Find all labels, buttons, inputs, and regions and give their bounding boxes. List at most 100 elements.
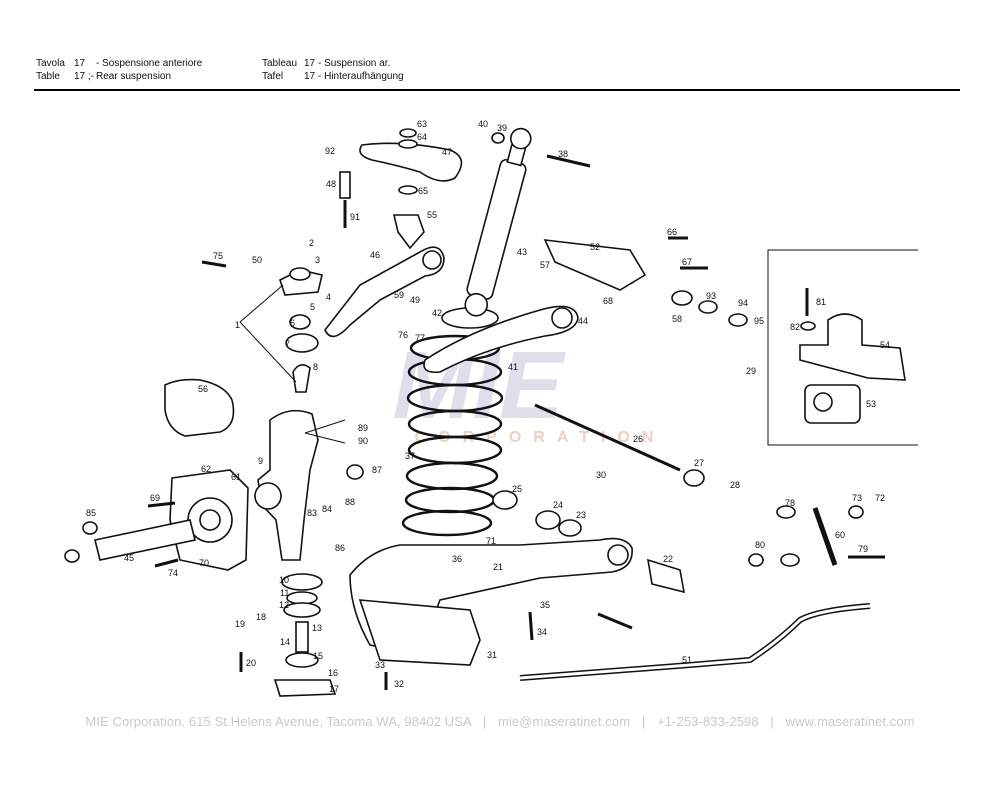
washer-63 <box>399 128 417 138</box>
callout-90: 90 <box>358 436 368 446</box>
callout-95: 95 <box>754 316 764 326</box>
callout-73: 73 <box>852 493 862 503</box>
callout-1: 1 <box>235 320 240 330</box>
callout-93: 93 <box>706 291 716 301</box>
bush-93 <box>698 300 718 314</box>
clamp-54 <box>799 313 906 381</box>
lever-arm-46 <box>324 246 445 338</box>
leader-lines <box>239 284 346 444</box>
bushing-25 <box>492 490 518 510</box>
callout-71: 71 <box>486 536 496 546</box>
upper-wishbone <box>423 305 579 374</box>
bushing-22 <box>646 558 686 594</box>
washer-80 <box>748 553 764 567</box>
bearing-10 <box>281 573 323 591</box>
watermark-logo: MIE CORPORATION <box>393 332 666 446</box>
base-17 <box>273 679 337 697</box>
footer-email[interactable]: mie@maseratinet.com <box>498 714 631 729</box>
bushing-24 <box>535 510 561 530</box>
callout-84: 84 <box>322 504 332 514</box>
callout-47: 47 <box>442 147 452 157</box>
dust-cover-56 <box>164 378 235 437</box>
callout-82: 82 <box>790 322 800 332</box>
callout-19: 19 <box>235 619 245 629</box>
washer-82 <box>800 321 816 331</box>
callout-10: 10 <box>279 575 289 585</box>
bolt-38b <box>597 612 633 630</box>
callout-13: 13 <box>312 623 322 633</box>
bolt-34 <box>528 611 534 641</box>
shock-absorber <box>464 127 532 317</box>
callout-21: 21 <box>493 562 503 572</box>
callout-28: 28 <box>730 480 740 490</box>
callout-45: 45 <box>124 553 134 563</box>
washer-73 <box>848 505 864 519</box>
callout-85: 85 <box>86 508 96 518</box>
callout-78: 78 <box>785 498 795 508</box>
callout-30: 30 <box>596 470 606 480</box>
ball-joint-8 <box>292 364 311 393</box>
callout-25: 25 <box>512 484 522 494</box>
callout-55: 55 <box>427 210 437 220</box>
callout-6: 6 <box>290 318 295 328</box>
callout-72: 72 <box>875 493 885 503</box>
callout-75: 75 <box>213 251 223 261</box>
footer-separator: | <box>641 714 646 729</box>
callout-labels: 1234567891011121314151617181920212223242… <box>86 119 890 694</box>
footer-separator: | <box>482 714 487 729</box>
callout-65: 65 <box>418 186 428 196</box>
callout-63: 63 <box>417 119 427 129</box>
callout-83: 83 <box>307 508 317 518</box>
callout-51: 51 <box>682 655 692 665</box>
callout-22: 22 <box>663 554 673 564</box>
callout-50: 50 <box>252 255 262 265</box>
washer-58 <box>671 290 693 306</box>
nut-28a <box>64 549 80 563</box>
pad-7 <box>285 333 319 353</box>
callout-40: 40 <box>478 119 488 129</box>
callout-80: 80 <box>755 540 765 550</box>
callout-66: 66 <box>667 227 677 237</box>
callout-38: 38 <box>558 149 568 159</box>
inset-frame <box>767 249 918 446</box>
lower-bracket-36 <box>358 599 481 666</box>
header-rule <box>34 89 960 91</box>
callout-61: 61 <box>231 472 241 482</box>
washer-94 <box>728 313 748 327</box>
bolt-75 <box>201 260 227 268</box>
bolt-69 <box>147 501 176 508</box>
callout-69: 69 <box>150 493 160 503</box>
callout-5: 5 <box>310 302 315 312</box>
footer-website[interactable]: www.maseratinet.com <box>785 714 915 729</box>
callout-31: 31 <box>487 650 497 660</box>
callout-49: 49 <box>410 295 420 305</box>
callout-92: 92 <box>325 146 335 156</box>
callout-33: 33 <box>375 660 385 670</box>
footer-company: MIE Corporation. 615 St.Helens Avenue, T… <box>85 714 472 729</box>
callout-53: 53 <box>866 399 876 409</box>
callout-2: 2 <box>309 238 314 248</box>
callout-26: 26 <box>633 434 643 444</box>
callout-39: 39 <box>497 123 507 133</box>
bracket-47 <box>359 142 463 182</box>
callout-36: 36 <box>452 554 462 564</box>
link-60 <box>812 507 838 566</box>
washer-85 <box>82 521 98 535</box>
watermark-sub-text: CORPORATION <box>415 429 666 446</box>
parts-drawing <box>64 127 918 697</box>
callout-11: 11 <box>280 588 289 598</box>
callout-79: 79 <box>858 544 868 554</box>
washer-64 <box>398 139 418 149</box>
callout-48: 48 <box>326 179 336 189</box>
footer-phone[interactable]: +1-253-833-2598 <box>657 714 759 729</box>
callout-58: 58 <box>672 314 682 324</box>
callout-34: 34 <box>537 627 547 637</box>
callout-88: 88 <box>345 497 355 507</box>
callout-4: 4 <box>326 292 331 302</box>
callout-52: 52 <box>590 242 600 252</box>
callout-16: 16 <box>328 668 338 678</box>
